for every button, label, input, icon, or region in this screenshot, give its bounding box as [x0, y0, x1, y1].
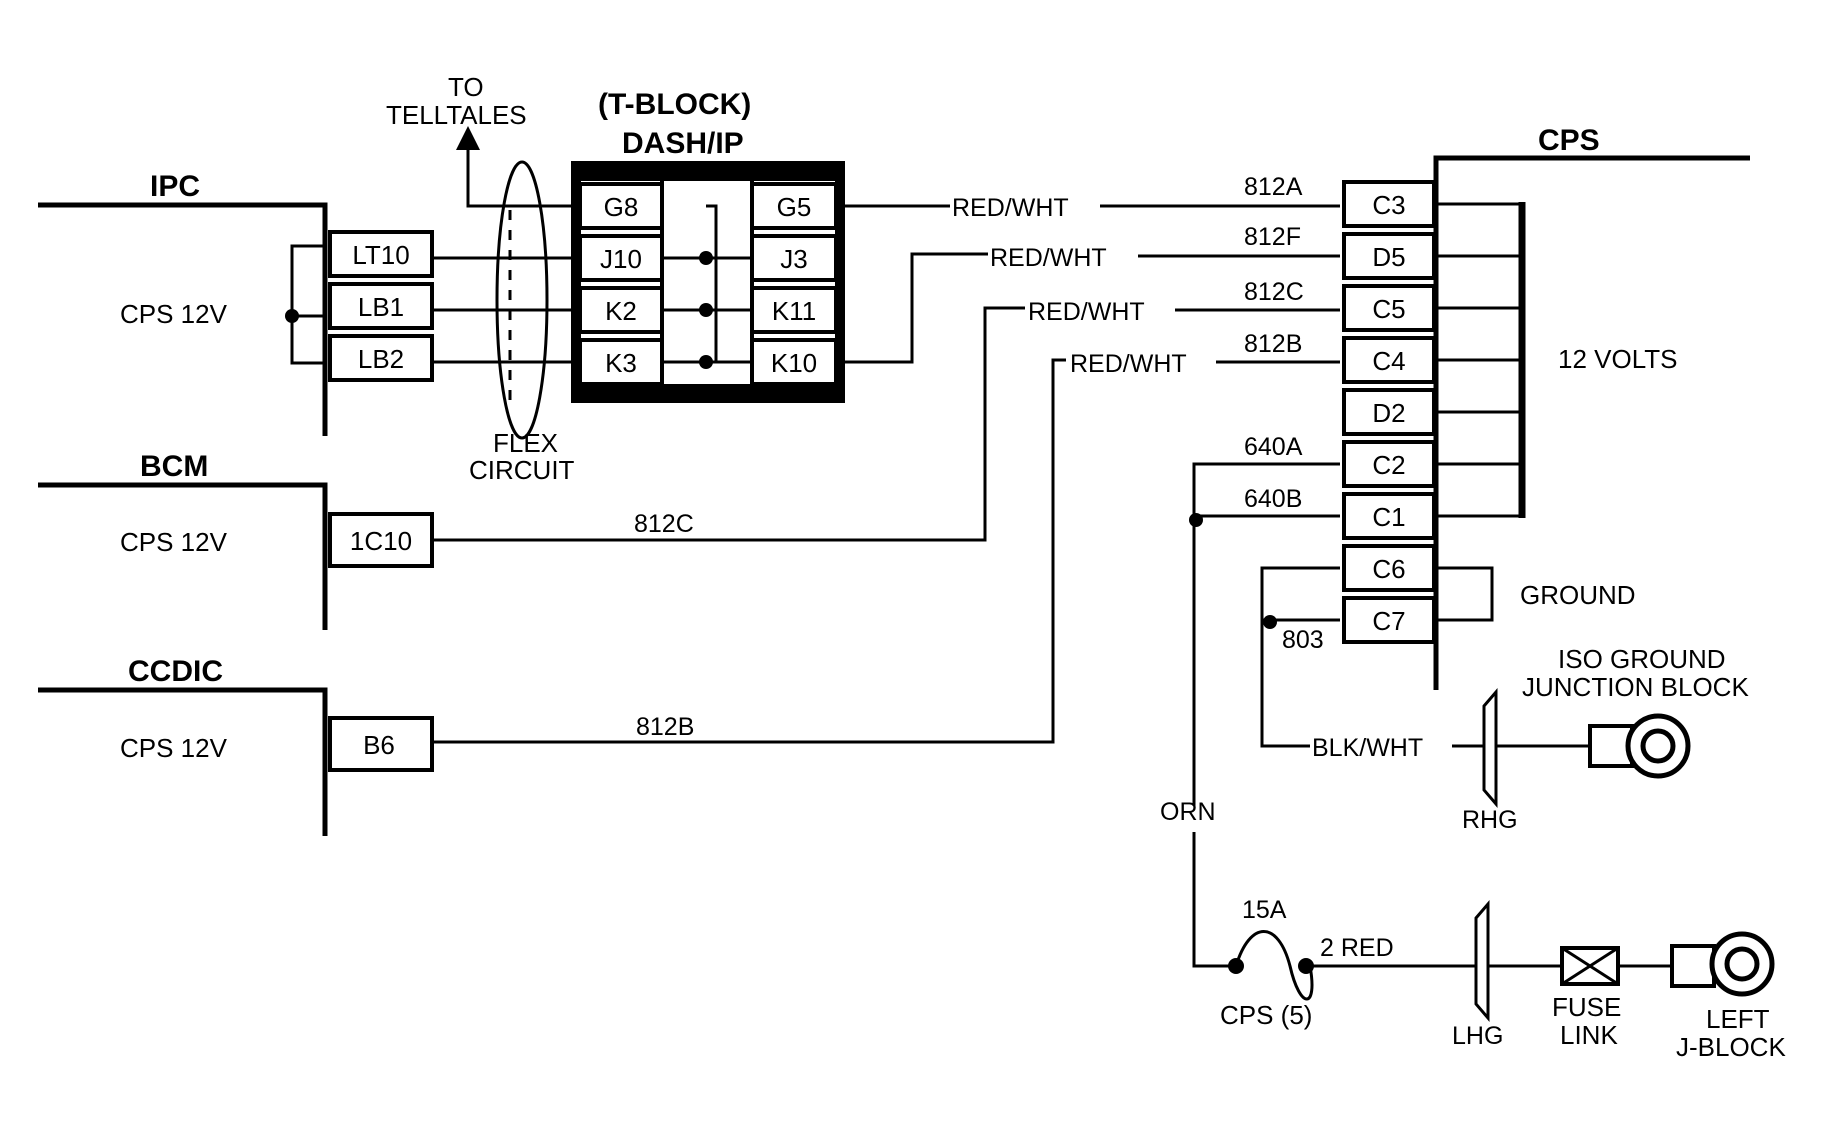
jblock-terminal-icon — [1670, 944, 1716, 988]
cps-pin-label: C3 — [1372, 190, 1405, 220]
lhg-label: LHG — [1452, 1022, 1503, 1050]
cps-pin-label: D5 — [1372, 242, 1405, 272]
ccdic-pin-b6 — [328, 716, 434, 772]
cps-pin-label: C2 — [1372, 450, 1405, 480]
bcm-supply-label: CPS 12V — [120, 527, 228, 557]
wire-812f: RED/WHT 812F — [836, 223, 1340, 364]
fuse-label: CPS (5) — [1220, 1000, 1312, 1030]
fuse-rating-label: 15A — [1242, 896, 1287, 924]
left-jblock-label-line2: J-BLOCK — [1676, 1032, 1786, 1062]
ipc-title: IPC — [150, 170, 200, 203]
ccdic-wire-circuit-label: 812B — [636, 713, 694, 741]
ipc-supply-label: CPS 12V — [120, 299, 228, 329]
wire-812c: RED/WHT 812C 812C — [432, 278, 1340, 542]
ipc-pin-label: LB1 — [358, 292, 404, 322]
cps-pin-label: C4 — [1372, 346, 1405, 376]
fuse-out-color-label: 2 RED — [1320, 934, 1394, 962]
bcm-module: BCM CPS 12V 1C10 — [38, 450, 434, 630]
tblock-left-pin: K2 — [605, 296, 637, 326]
iso-ground-junction: RHG ISO GROUND JUNCTION BLOCK — [1462, 644, 1749, 834]
tblock-right-pin: K10 — [771, 348, 817, 378]
ipc-pin-label: LT10 — [352, 240, 409, 270]
telltales-label-line1: TO — [448, 72, 484, 102]
ipc-pin-lt10 — [328, 230, 434, 278]
tblock-title-line2: DASH/IP — [622, 127, 744, 160]
fuse-link: FUSE LINK — [1552, 946, 1672, 1050]
left-jblock: LEFT J-BLOCK — [1670, 931, 1786, 1062]
wire-circuit-label: 812B — [1244, 330, 1302, 358]
ipc-to-tblock-wires — [432, 126, 578, 364]
wire-color-label: RED/WHT — [952, 194, 1069, 222]
ccdic-supply-label: CPS 12V — [120, 733, 228, 763]
wire-circuit-label: 812C — [1244, 278, 1304, 306]
rhg-connector-icon — [1482, 687, 1498, 809]
rhg-label: RHG — [1462, 806, 1518, 834]
bcm-wire-circuit-label: 812C — [634, 510, 694, 538]
up-arrow-icon — [456, 126, 480, 150]
wire-812b: RED/WHT 812B 812B — [432, 330, 1340, 744]
bcm-pin-label: 1C10 — [350, 526, 412, 556]
ipc-pin-lb2 — [328, 334, 434, 382]
lhg-connector-icon — [1474, 899, 1490, 1023]
fuse-cps5: 15A CPS (5) 2 RED — [1220, 896, 1476, 1030]
ccdic-title: CCDIC — [128, 655, 223, 688]
ground-circuit-label: 803 — [1282, 626, 1324, 654]
tblock-right-pin: K11 — [772, 296, 816, 326]
iso-ground-label-line1: ISO GROUND — [1558, 644, 1726, 674]
ipc-pin-lb1 — [328, 282, 434, 330]
telltales-label-line2: TELLTALES — [386, 100, 527, 130]
wire-circuit-label: 812F — [1244, 223, 1301, 251]
left-jblock-label-line1: LEFT — [1706, 1004, 1770, 1034]
tblock-left-pin: G8 — [604, 192, 639, 222]
tblock-right-pin: J3 — [780, 244, 807, 274]
tblock-left-pin: K3 — [605, 348, 637, 378]
wire-circuit-label: 640A — [1244, 433, 1303, 461]
tblock: (T-BLOCK) DASH/IP G8 J10 K2 K3 G5 J3 K11 — [571, 88, 845, 403]
ipc-pin-label: LB2 — [358, 344, 404, 374]
cps-title: CPS — [1538, 124, 1600, 157]
cps-pin-label: C6 — [1372, 554, 1405, 584]
wire-color-label: RED/WHT — [990, 244, 1107, 272]
wire-812a: RED/WHT 812A — [836, 173, 1340, 222]
bcm-pin-1c10 — [328, 512, 434, 568]
cps-pin-label: C5 — [1372, 294, 1405, 324]
fuse-link-label-line1: FUSE — [1552, 992, 1621, 1022]
wire-color-label: RED/WHT — [1070, 350, 1187, 378]
flex-circuit: FLEX CIRCUIT — [469, 160, 575, 485]
ground-color-label: BLK/WHT — [1312, 734, 1423, 762]
tblock-right-pin: G5 — [777, 192, 812, 222]
flex-circuit-label-line2: CIRCUIT — [469, 455, 575, 485]
wire-color-label: RED/WHT — [1028, 298, 1145, 326]
ccdic-pin-label: B6 — [363, 730, 395, 760]
tblock-left-pin: J10 — [600, 244, 642, 274]
feed-color-label: ORN — [1160, 798, 1216, 826]
iso-ground-label-line2: JUNCTION BLOCK — [1522, 672, 1749, 702]
wire-803: 803 BLK/WHT — [1260, 566, 1590, 762]
ccdic-module: CCDIC CPS 12V B6 — [38, 655, 434, 836]
cps-volts-label: 12 VOLTS — [1558, 344, 1677, 374]
lhg-connector: LHG — [1452, 899, 1562, 1050]
ipc-module: IPC CPS 12V LT10 LB1 LB2 — [38, 170, 434, 436]
cps-pin-label: C1 — [1372, 502, 1405, 532]
wire-circuit-label: 640B — [1244, 485, 1302, 513]
cps-pin-label: D2 — [1372, 398, 1405, 428]
cps-pin-label: C7 — [1372, 606, 1405, 636]
bcm-title: BCM — [140, 450, 208, 483]
fuse-link-label-line2: LINK — [1560, 1020, 1618, 1050]
wire-circuit-label: 812A — [1244, 173, 1303, 201]
wire-640: 640A 640B ORN — [1160, 433, 1340, 968]
cps-ground-label: GROUND — [1520, 580, 1636, 610]
tblock-title-line1: (T-BLOCK) — [598, 88, 751, 121]
flex-circuit-label-line1: FLEX — [493, 428, 558, 458]
cps-module: CPS C3 D5 C5 C4 D2 C2 C1 C6 C7 12 VOLTS … — [1342, 124, 1750, 690]
